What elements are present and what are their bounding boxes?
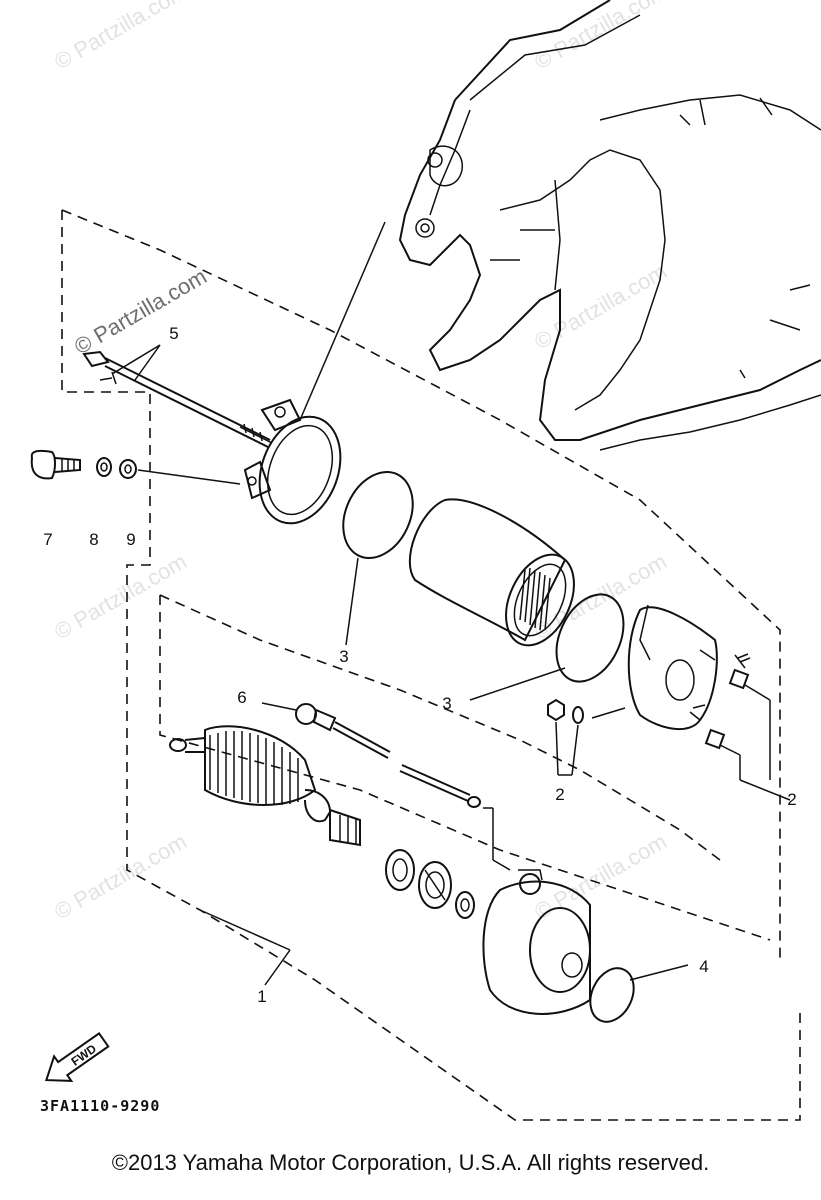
brush-holder xyxy=(627,604,771,756)
watermark: © Partzilla.com xyxy=(50,0,191,74)
yoke-housing xyxy=(408,498,575,647)
watermarks: © Partzilla.com © Partzilla.com © Partzi… xyxy=(50,0,671,924)
watermark: © Partzilla.com xyxy=(50,829,191,925)
callout-9: 9 xyxy=(126,530,135,549)
callout-3: 3 xyxy=(339,647,348,666)
callouts: 1 2 2 3 3 4 5 6 7 8 9 xyxy=(43,324,796,1006)
o-ring-rear xyxy=(589,964,689,1023)
watermark: © Partzilla.com xyxy=(50,549,191,645)
diagram-code: 3FA1110-9290 xyxy=(40,1097,161,1115)
watermark: © Partzilla.com xyxy=(70,264,211,360)
callout-6: 6 xyxy=(237,688,246,707)
watermark: © Partzilla.com xyxy=(530,259,671,355)
callout-2: 2 xyxy=(555,785,564,804)
o-ring-upper xyxy=(342,471,414,646)
callout-1: 1 xyxy=(257,987,266,1006)
copyright-notice: ©2013 Yamaha Motor Corporation, U.S.A. A… xyxy=(111,1150,710,1175)
armature xyxy=(169,725,361,847)
callout-5: 5 xyxy=(169,324,178,343)
watermark: © Partzilla.com xyxy=(530,549,671,645)
callout-3: 3 xyxy=(442,694,451,713)
crankcase-outline xyxy=(398,0,821,451)
mounting-bolt-set xyxy=(30,449,241,485)
callout-8: 8 xyxy=(89,530,98,549)
front-cover xyxy=(243,221,386,525)
through-bolts xyxy=(82,344,273,448)
bearing-and-seals xyxy=(385,849,475,919)
assembly-boundary-lines xyxy=(61,209,801,1121)
fwd-arrow: FWD xyxy=(44,1031,110,1082)
rear-cover xyxy=(482,869,591,1015)
callout-4: 4 xyxy=(699,957,708,976)
o-ring-lower xyxy=(469,593,625,701)
callout-2: 2 xyxy=(787,790,796,809)
terminal-bolt xyxy=(261,702,511,871)
callout-1-bracket xyxy=(199,909,291,986)
nut-and-washer xyxy=(547,698,791,801)
callout-7: 7 xyxy=(43,530,52,549)
